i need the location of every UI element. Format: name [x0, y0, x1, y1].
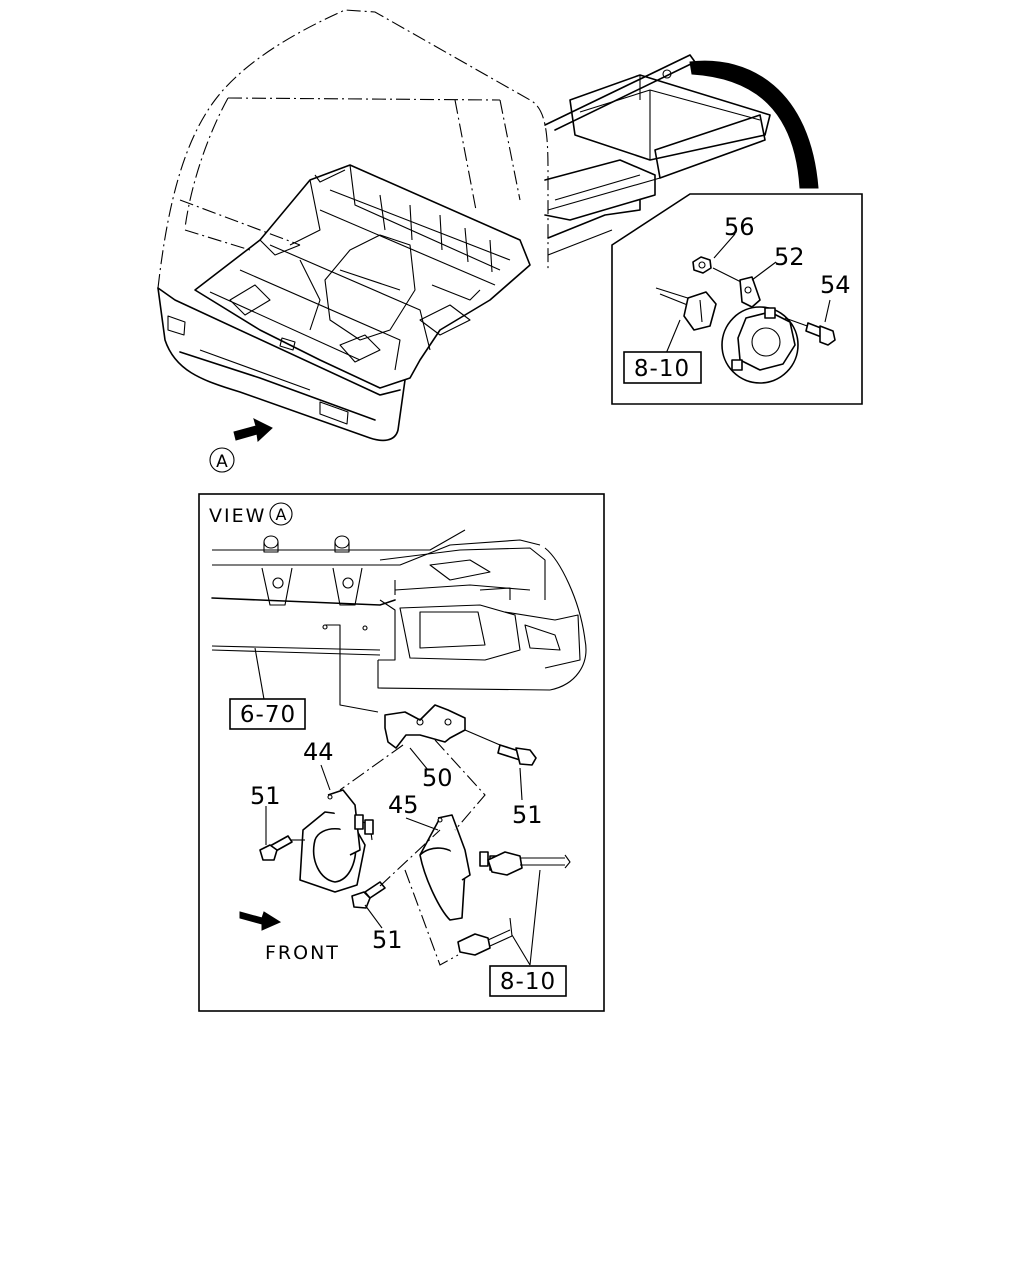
callout-51-left: 51 — [250, 782, 281, 810]
view-title: VIEW — [209, 505, 266, 527]
connector-detail — [655, 287, 717, 331]
view-title-marker-circle — [269, 502, 293, 526]
view-title-marker: A — [276, 505, 287, 524]
ref-8-10-top: 8-10 — [634, 356, 690, 382]
view-a-arrow — [233, 418, 273, 443]
front-label: FRONT — [265, 942, 340, 964]
horn-body-detail — [721, 306, 799, 384]
cab-illustration: A — [157, 9, 819, 473]
chassis-frame — [544, 54, 771, 256]
view-a-panel: VIEW A — [198, 493, 605, 1012]
callout-54: 54 — [820, 271, 851, 299]
callout-56: 56 — [724, 213, 755, 241]
ref-6-70: 6-70 — [240, 702, 296, 728]
ref-8-10-view: 8-10 — [500, 969, 556, 995]
callout-51-right: 51 — [512, 801, 543, 829]
frame-crossmember — [211, 529, 587, 691]
bolt-51-left — [259, 835, 293, 861]
bolt-54 — [784, 317, 836, 346]
callout-50: 50 — [422, 764, 453, 792]
ref-box-8-10-view — [489, 965, 567, 997]
callout-51-lower: 51 — [372, 926, 403, 954]
horn-44 — [299, 789, 374, 893]
view-a-marker-circle — [209, 447, 235, 473]
connector-upper — [487, 851, 571, 876]
bracket-50 — [322, 624, 501, 749]
connector-lower — [457, 917, 513, 956]
nut-56 — [692, 256, 712, 274]
ref-box-6-70 — [229, 698, 306, 730]
bolt-51-upper — [497, 744, 537, 766]
view-a-marker: A — [216, 452, 228, 472]
detail-pointer-arrow — [689, 60, 819, 189]
callout-52: 52 — [774, 243, 805, 271]
ref-box-8-10-top — [623, 351, 702, 384]
horn-detail-inset: 56 52 54 8-10 — [611, 193, 863, 405]
floor-pan — [194, 164, 531, 389]
horn-45 — [419, 814, 499, 921]
callout-44: 44 — [303, 738, 334, 766]
callout-45: 45 — [388, 791, 419, 819]
front-arrow — [239, 911, 282, 931]
